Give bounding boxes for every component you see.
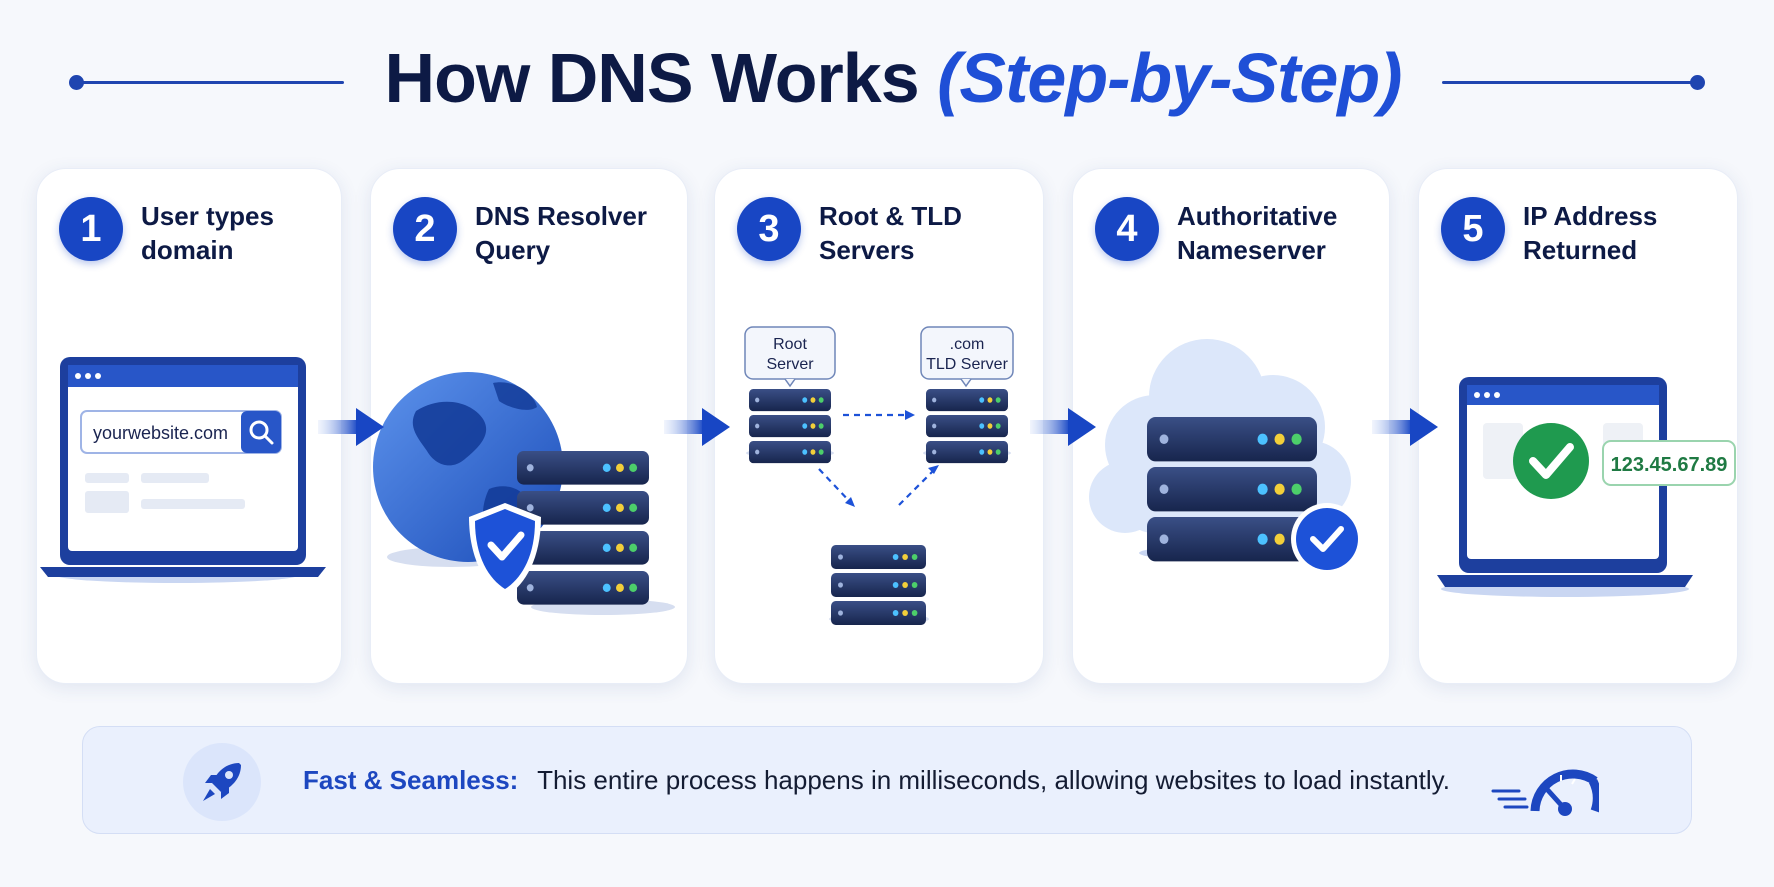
speedometer-icon (1491, 769, 1599, 816)
title-rule-dot-right (1690, 75, 1705, 90)
shield-check-icon (469, 503, 541, 597)
url-text[interactable]: yourwebsite.com (93, 423, 228, 443)
check-circle-icon (1513, 423, 1589, 499)
root-tld-diagram: Root Server .com TLD Server (744, 326, 1014, 625)
step-card-4: 4 Authoritative Nameserver (1072, 168, 1390, 684)
arrow-right-icon (1030, 408, 1096, 446)
tld-label-line-1: .com (950, 336, 985, 353)
step-title-line-1: DNS Resolver (475, 201, 647, 231)
root-server-icon (746, 389, 834, 464)
step-header: 4 Authoritative Nameserver (1095, 197, 1337, 267)
arrow-right-icon (1372, 408, 1438, 446)
step-title: Authoritative Nameserver (1177, 199, 1337, 267)
step-header: 1 User types domain (59, 197, 274, 267)
step-title: Root & TLD Servers (819, 199, 962, 267)
title-rule-left (76, 81, 344, 84)
root-label-line-2: Server (766, 356, 814, 373)
ip-address-text: 123.45.67.89 (1611, 454, 1728, 476)
connector-arrows (818, 413, 936, 506)
step-title-line-1: Root & TLD (819, 201, 962, 231)
search-icon[interactable] (241, 411, 281, 453)
step-title-line-2: Returned (1523, 235, 1638, 265)
step-card-1: 1 User types domain yourwebsite.com (36, 168, 342, 684)
check-badge-icon (1291, 503, 1363, 575)
title-rule-right (1442, 81, 1698, 84)
step-title-line-2: Servers (819, 235, 915, 265)
arrow-right-icon (318, 408, 384, 446)
step-card-2: 2 DNS Resolver Query (370, 168, 688, 684)
step-header: 2 DNS Resolver Query (393, 197, 647, 267)
tld-label-line-2: TLD Server (926, 356, 1008, 373)
banner-text: Fast & Seamless: This entire process hap… (303, 765, 1450, 796)
banner-lead: Fast & Seamless: (303, 765, 519, 795)
step-number: 3 (737, 197, 801, 261)
tld-server-icon (923, 389, 1011, 464)
banner-body: This entire process happens in milliseco… (537, 765, 1450, 795)
step-title-line-2: Nameserver (1177, 235, 1326, 265)
step-number: 4 (1095, 197, 1159, 261)
step-header: 3 Root & TLD Servers (737, 197, 962, 267)
step-title-line-1: IP Address (1523, 201, 1658, 231)
step-card-3: 3 Root & TLD Servers Root Server .com TL… (714, 168, 1044, 684)
laptop-icon: yourwebsite.com (40, 357, 326, 583)
summary-banner: Fast & Seamless: This entire process hap… (82, 726, 1692, 834)
step-title-line-1: User types (141, 201, 274, 231)
step-title: DNS Resolver Query (475, 199, 647, 267)
title-rule-dot-left (69, 75, 84, 90)
step-title-line-2: domain (141, 235, 234, 265)
page-title-main: How DNS Works (384, 39, 920, 117)
globe-icon (373, 372, 675, 615)
step-title-line-1: Authoritative (1177, 201, 1338, 231)
step-title: User types domain (141, 199, 274, 267)
step-number: 2 (393, 197, 457, 261)
step-header: 5 IP Address Returned (1441, 197, 1657, 267)
page-title: How DNS Works (Step-by-Step) (344, 38, 1442, 118)
step-title: IP Address Returned (1523, 199, 1657, 267)
tld-server-callout: .com TLD Server (920, 326, 1014, 388)
nameserver-illustration (1089, 339, 1363, 575)
step-title-line-2: Query (475, 235, 551, 265)
root-label-line-1: Root (773, 336, 807, 353)
laptop-icon: 123.45.67.89 (1437, 377, 1736, 597)
rocket-icon (183, 743, 261, 821)
server-icon (829, 545, 929, 625)
step-number: 1 (59, 197, 123, 261)
arrow-right-icon (664, 408, 730, 446)
root-server-callout: Root Server (744, 326, 836, 388)
page-title-accent: (Step-by-Step) (937, 39, 1402, 117)
ip-address-badge: 123.45.67.89 (1602, 440, 1736, 486)
step-card-5: 5 IP Address Returned 123.45.67.89 (1418, 168, 1738, 684)
step-number: 5 (1441, 197, 1505, 261)
